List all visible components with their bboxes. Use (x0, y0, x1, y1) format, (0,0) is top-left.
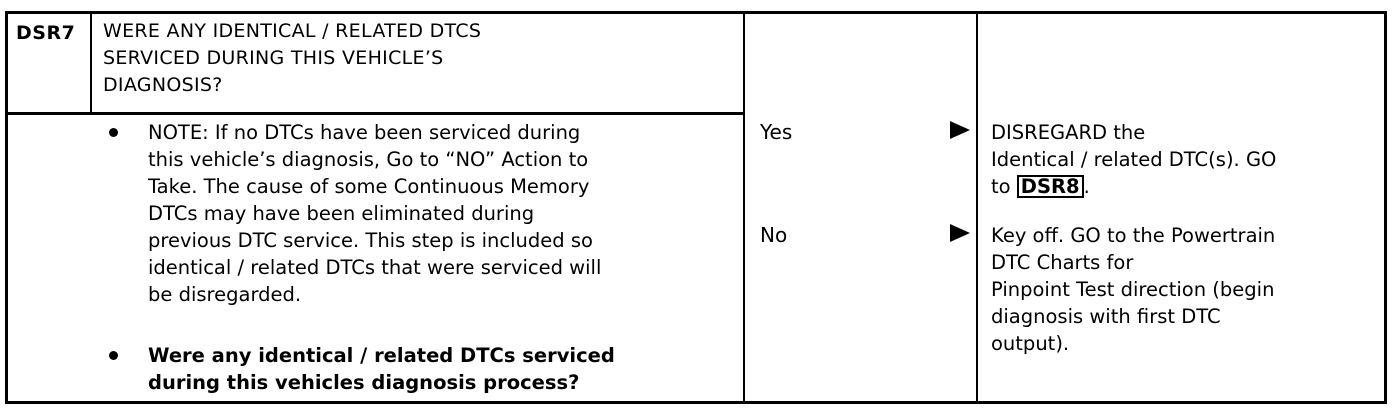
note-line-1: NOTE: If no DTCs have been serviced duri… (148, 121, 581, 144)
result-yes: Yes (760, 120, 793, 144)
header-row-divider (5, 112, 745, 115)
step-code-divider (90, 11, 92, 114)
table-right-border (1384, 11, 1387, 404)
yes-action-line-2: Identical / related DTC(s). GO (991, 148, 1277, 171)
goto-dsr8-link[interactable]: DSR8 (1016, 175, 1084, 198)
no-action-line-2: DTC Charts for (991, 251, 1134, 274)
step-title-line-2: SERVICED DURING THIS VEHICLE’S (103, 47, 444, 69)
no-action-line-5: output). (991, 332, 1070, 355)
note-line-6: identical / related DTCs that were servi… (148, 256, 602, 279)
yes-action-line-1: DISREGARD the (991, 121, 1146, 144)
question-bullet-icon (109, 351, 118, 360)
col-divider-results (743, 11, 745, 404)
note-line-5: previous DTC service. This step is inclu… (148, 229, 593, 252)
question-line-1: Were any identical / related DTCs servic… (148, 344, 615, 367)
yes-goto-suffix: . (1083, 175, 1090, 198)
table-top-border (5, 11, 1387, 14)
question-line-2: during this vehicles diagnosis process? (148, 371, 580, 394)
step-title-line-3: DIAGNOSIS? (103, 74, 223, 96)
yes-action-goto: to DSR8. (991, 174, 1090, 199)
no-action-line-1: Key off. GO to the Powertrain (991, 224, 1276, 247)
note-line-7: be disregarded. (148, 283, 302, 306)
yes-arrow-icon (950, 121, 970, 139)
step-code: DSR7 (16, 22, 76, 44)
step-title-line-1: WERE ANY IDENTICAL / RELATED DTCS (103, 20, 482, 42)
note-line-4: DTCs may have been eliminated during (148, 202, 535, 225)
no-action-line-3: Pinpoint Test direction (begin (991, 278, 1275, 301)
no-action-line-4: diagnosis with first DTC (991, 305, 1221, 328)
note-line-2: this vehicle’s diagnosis, Go to “NO” Act… (148, 148, 589, 171)
note-line-3: Take. The cause of some Continuous Memor… (148, 175, 590, 198)
yes-goto-prefix: to (991, 175, 1017, 198)
col-divider-actions (976, 11, 978, 404)
note-bullet-icon (109, 128, 118, 137)
no-arrow-icon (950, 224, 970, 242)
table-bottom-border (5, 401, 1387, 404)
result-no: No (760, 223, 788, 247)
table-left-border (5, 11, 8, 404)
